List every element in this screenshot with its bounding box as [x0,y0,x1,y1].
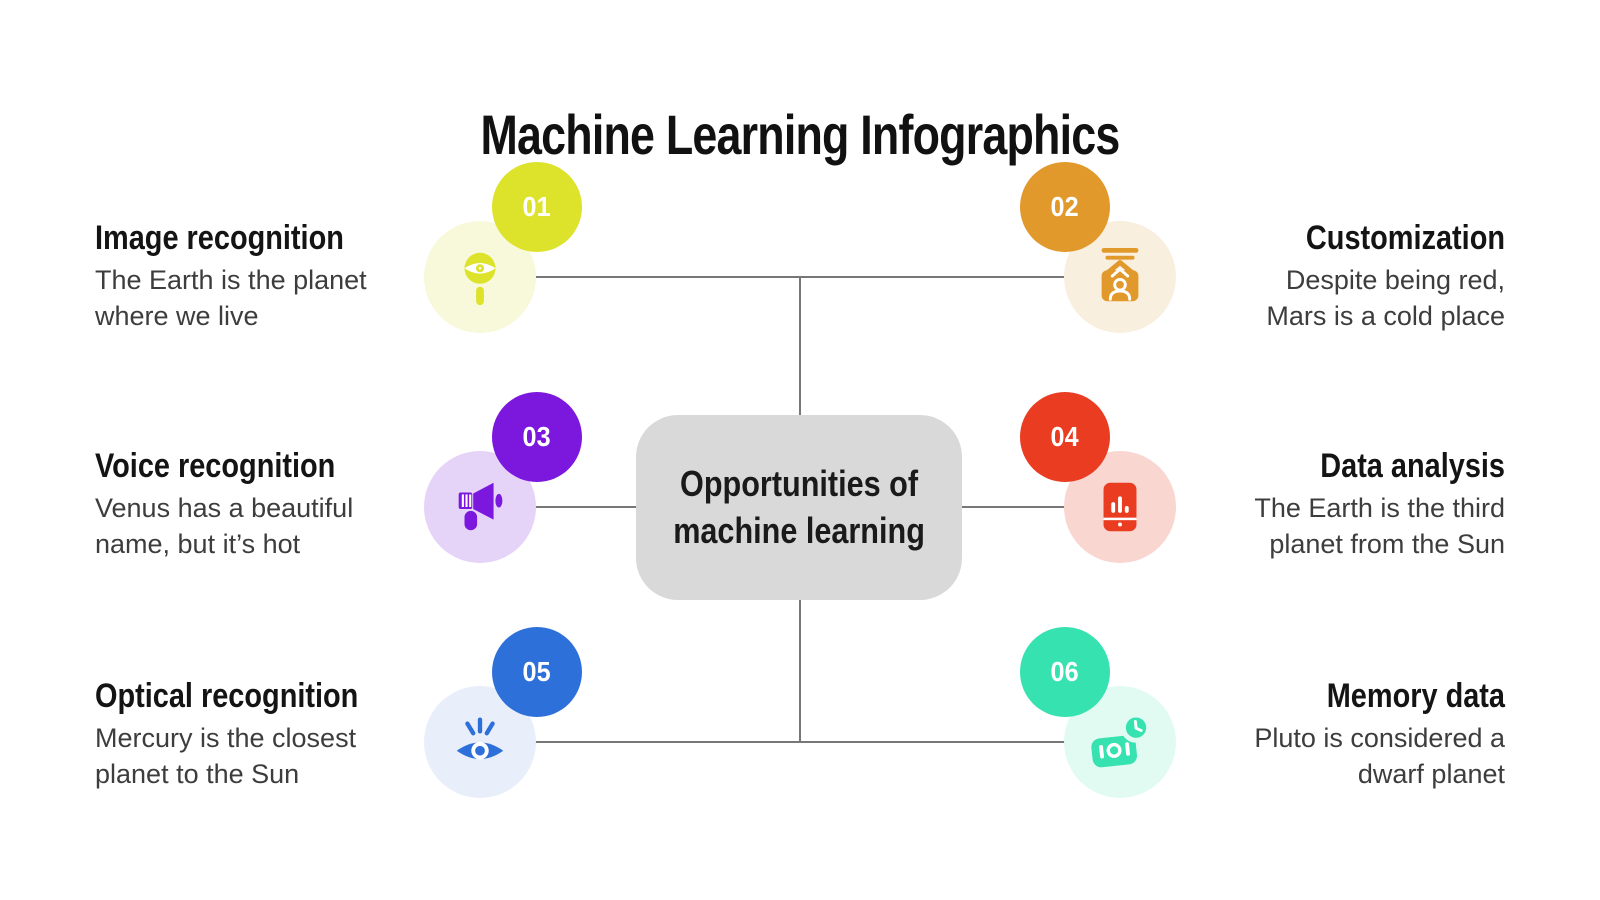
node-body-text: Mercury is the closest planet to the Sun [95,723,357,790]
node-03-voice-recognition: 03 [424,392,582,563]
camera-clock-icon [1064,686,1176,798]
node-heading: Image recognition [95,219,344,257]
node-body-text: Pluto is considered a dwarf planet [1254,723,1505,790]
node-03-number-badge: 03 [492,392,582,482]
center-box-label: Opportunities of machine learning [673,463,925,551]
node-05-optical-recognition: 05 [424,627,582,798]
node-01-number-badge: 01 [492,162,582,252]
node-number: 03 [522,421,552,452]
node-body-text: Despite being red, Mars is a cold place [1266,265,1505,332]
node-06-number-badge: 06 [1020,627,1110,717]
text-block-customization: Customization Despite being red, Mars is… [1165,219,1505,335]
node-number: 02 [1050,191,1080,222]
node-number: 01 [522,191,552,222]
text-block-voice-recognition: Voice recognition Venus has a beautiful … [95,447,435,563]
node-heading: Optical recognition [95,677,359,715]
node-number: 05 [522,656,552,687]
text-block-optical-recognition: Optical recognition Mercury is the close… [95,677,435,793]
node-number: 06 [1050,656,1080,687]
text-block-image-recognition: Image recognition The Earth is the plane… [95,219,435,335]
text-block-memory-data: Memory data Pluto is considered a dwarf … [1165,677,1505,793]
magnifier-eye-icon [424,221,536,333]
node-heading: Memory data [1326,677,1505,715]
node-04-number-badge: 04 [1020,392,1110,482]
node-heading: Voice recognition [95,447,336,485]
node-body-text: Venus has a beautiful name, but it’s hot [95,493,354,560]
node-heading: Customization [1305,219,1505,257]
node-body-text: The Earth is the third planet from the S… [1254,493,1505,560]
eye-rays-icon [424,686,536,798]
node-04-data-analysis: 04 [1020,392,1176,563]
node-02-customization: 02 [1020,162,1176,333]
page-title: Machine Learning Infographics [480,102,1121,166]
center-box: Opportunities of machine learning [636,415,962,600]
node-01-image-recognition: 01 [424,162,582,333]
node-heading: Data analysis [1320,447,1505,485]
text-block-data-analysis: Data analysis The Earth is the third pla… [1165,447,1505,563]
node-body-text: The Earth is the planet where we live [95,265,367,332]
node-02-number-badge: 02 [1020,162,1110,252]
node-05-number-badge: 05 [492,627,582,717]
node-number: 04 [1050,421,1080,452]
node-06-memory-data: 06 [1020,627,1176,798]
